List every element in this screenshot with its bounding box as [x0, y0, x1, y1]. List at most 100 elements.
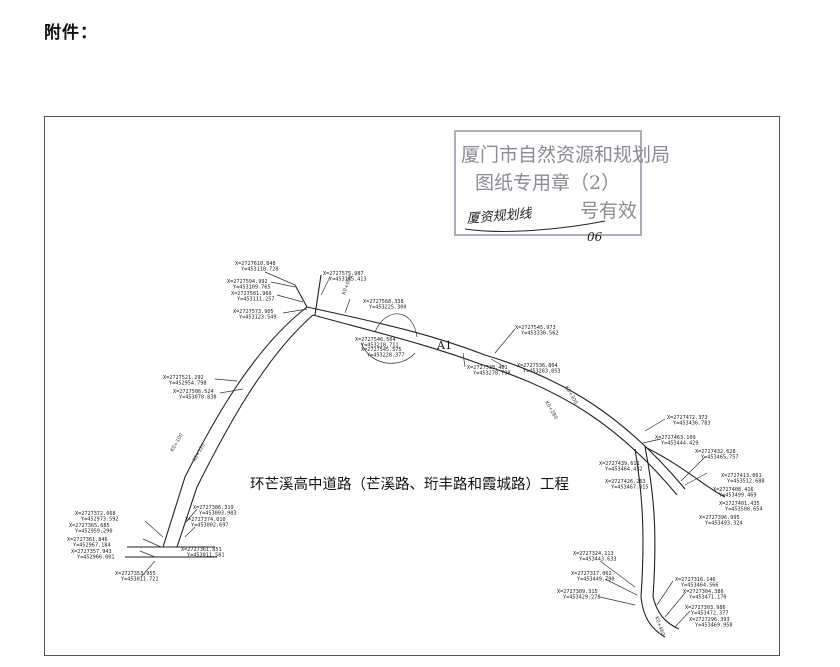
coordinate-x-label: X=2727396.995 [699, 515, 740, 521]
coordinate-x-label: X=2727573.905 [233, 309, 274, 315]
coordinate-x-label: X=2727575.987 [323, 271, 364, 277]
coordinate-y-label: Y=453011.721 [121, 577, 158, 583]
coordinate-y-label: Y=453283.853 [523, 369, 560, 375]
road-mark-3: K0+120 [192, 443, 207, 463]
leaders-right [642, 418, 666, 444]
coordinate-y-label: Y=453436.783 [673, 421, 710, 427]
coordinate-y-label: Y=453123.549 [239, 315, 276, 321]
coordinate-x-label: X=2727317.062 [571, 571, 612, 577]
coordinate-x-label: X=2727304.386 [683, 589, 724, 595]
leaders-bottom [140, 560, 156, 578]
coordinate-y-label: Y=453469.958 [695, 623, 732, 629]
road-right-outer [644, 446, 656, 598]
coordinate-y-label: Y=453109.765 [233, 285, 270, 291]
stamp-line-1: 厦门市自然资源和规划局 [461, 144, 670, 166]
leaders-bottom-left [139, 520, 164, 558]
coordinate-x-label: X=2727401.435 [719, 501, 760, 507]
coordinate-x-label: X=2727463.109 [655, 435, 696, 441]
road-mark-2: K0+100 [170, 433, 185, 453]
coordinate-x-label: X=2727324.113 [573, 551, 614, 557]
stamp-line-3: 号有效 [580, 200, 637, 222]
coordinate-x-label: X=2727545.575 [361, 347, 402, 353]
coordinate-y-label: Y=452967.184 [73, 543, 110, 549]
coordinate-y-label: Y=453218.711 [361, 343, 398, 349]
stamp-border [454, 130, 642, 236]
coordinate-y-label: Y=453444.429 [661, 441, 698, 447]
leader-lines [139, 271, 708, 628]
coordinate-y-label: Y=453465.757 [701, 455, 738, 461]
drawing-frame: 厦门市自然资源和规划局 图纸专用章（2） 号有效 厦资规划线 06 [44, 116, 780, 656]
curve-mark-2 [360, 342, 416, 364]
coordinate-y-label: Y=453118.728 [241, 267, 278, 273]
coordinate-x-label: X=2727439.611 [599, 461, 640, 467]
coordinate-y-label: Y=453228.377 [367, 353, 404, 359]
coordinate-x-label: X=2727309.315 [557, 589, 598, 595]
coordinate-y-label: Y=453499.469 [719, 493, 756, 499]
coordinate-y-label: Y=453002.697 [191, 523, 228, 529]
coordinate-y-label: Y=453493.324 [705, 521, 742, 527]
coordinate-x-label: X=2727521.292 [163, 375, 204, 381]
road-plan-drawing: 厦门市自然资源和规划局 图纸专用章（2） 号有效 厦资规划线 06 [67, 130, 764, 638]
road-left-inner [176, 314, 314, 548]
coordinate-x-label: X=2727372.668 [75, 511, 116, 517]
coordinate-y-label: Y=453471.170 [689, 595, 726, 601]
coordinate-x-label: X=2727426.263 [605, 479, 646, 485]
stamp-number: 06 [587, 230, 603, 244]
leaders-top-left [264, 271, 308, 314]
coordinate-y-label: Y=453467.815 [611, 485, 648, 491]
attachment-heading: 附件： [44, 23, 98, 43]
coordinate-x-label: X=2727386.319 [193, 505, 234, 511]
coordinate-y-label: Y=452954.798 [169, 381, 206, 387]
coordinate-y-label: Y=453443.633 [579, 557, 616, 563]
coordinate-y-label: Y=453508.654 [725, 507, 762, 513]
coordinate-x-label: X=2727316.146 [675, 577, 716, 583]
coordinate-x-label: X=2727610.848 [235, 261, 276, 267]
road-top-spur [294, 274, 322, 316]
coordinate-y-label: Y=452966.001 [77, 555, 114, 561]
leaders-bottom-far-right [656, 580, 691, 628]
coordinate-y-label: Y=453225.300 [369, 305, 406, 311]
project-title: 环芒溪高中道路（芒溪路、珩丰路和霞城路）工程 [250, 476, 569, 493]
coordinate-y-label: Y=453449.790 [577, 577, 614, 583]
stamp-signature: 厦资规划线 [466, 206, 533, 227]
coordinate-x-label: X=2727296.393 [689, 617, 730, 623]
coordinate-x-label: X=2727361.846 [67, 537, 108, 543]
coordinate-x-label: X=2727581.966 [231, 291, 272, 297]
coordinate-x-label: X=2727472.373 [667, 415, 708, 421]
coordinate-x-label: X=2727432.628 [695, 449, 736, 455]
coordinate-x-label: X=2727357.943 [71, 549, 112, 555]
road-lower-right [640, 596, 680, 638]
leaders-top-center [320, 276, 351, 314]
road-network [125, 274, 726, 638]
segment-label: A1 [436, 339, 452, 352]
stamp-line-2: 图纸专用章（2） [475, 172, 620, 194]
coordinate-x-label: X=2727538.461 [467, 365, 508, 371]
coordinate-x-label: X=2727361.851 [181, 547, 222, 553]
coordinate-x-label: X=2727374.010 [185, 517, 226, 523]
coordinate-y-label: Y=453429.278 [563, 595, 600, 601]
coordinate-y-label: Y=453145.413 [329, 277, 366, 283]
road-right-spur [644, 446, 726, 498]
coordinate-y-label: Y=453003.983 [199, 511, 236, 517]
leaders-far-right [680, 456, 708, 486]
coordinate-y-label: Y=452959.290 [75, 529, 112, 535]
leaders-left [214, 378, 244, 394]
coordinate-y-label: Y=453278.798 [473, 371, 510, 377]
coordinate-x-label: X=2727408.416 [713, 487, 754, 493]
coordinate-y-label: Y=453070.838 [179, 395, 216, 401]
coordinate-labels: X=2727610.848Y=453118.728X=2727594.992Y=… [67, 261, 764, 629]
coordinate-y-label: Y=453464.432 [605, 467, 642, 473]
coordinate-x-label: X=2727506.524 [173, 389, 214, 395]
coordinate-x-label: X=2727594.992 [227, 279, 268, 285]
coordinate-x-label: X=2727568.338 [363, 299, 404, 305]
coordinate-x-label: X=2727545.973 [515, 325, 556, 331]
leaders-center [462, 328, 516, 368]
coordinate-y-label: Y=453464.566 [681, 583, 718, 589]
road-arc-inner [312, 314, 678, 496]
leaders-bottom-right [599, 560, 638, 606]
coordinate-y-label: Y=453111.257 [237, 297, 274, 303]
coordinate-y-label: Y=453330.562 [521, 331, 558, 337]
coordinate-x-label: X=2727353.955 [115, 571, 156, 577]
coordinate-x-label: X=2727536.804 [517, 363, 558, 369]
coordinate-y-label: Y=452973.592 [81, 517, 118, 523]
